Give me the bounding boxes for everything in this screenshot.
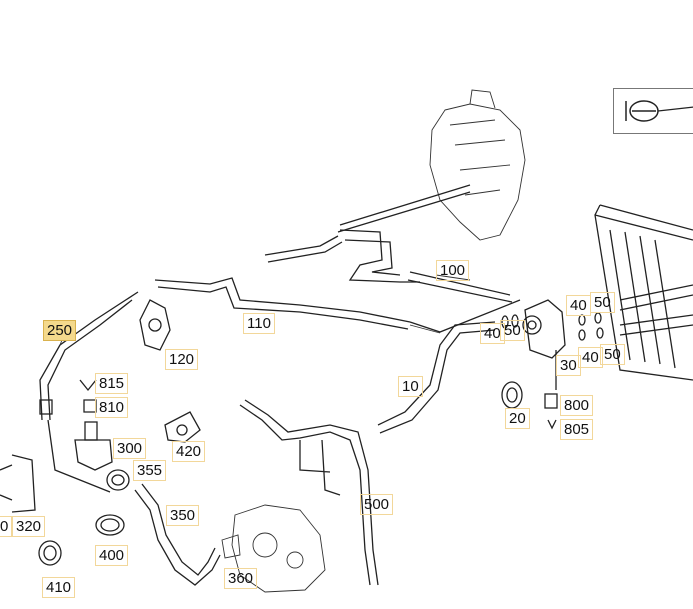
o-rings: [501, 312, 604, 341]
callout-100[interactable]: 100: [436, 260, 470, 281]
hose-100: [264, 184, 513, 303]
callout-20[interactable]: 20: [505, 408, 530, 429]
callout-0[interactable]: 0: [0, 516, 13, 537]
callout-810[interactable]: 810: [95, 397, 129, 418]
callout-400[interactable]: 400: [95, 545, 129, 566]
callout-50-upper[interactable]: 50: [590, 292, 615, 313]
callout-40-lower[interactable]: 40: [578, 347, 603, 368]
callout-410[interactable]: 410: [42, 577, 76, 598]
clamp-410: [38, 540, 62, 566]
seal-20: [501, 381, 523, 409]
callout-800[interactable]: 800: [560, 395, 594, 416]
callout-30[interactable]: 30: [556, 355, 581, 376]
callout-10[interactable]: 10: [398, 376, 423, 397]
engine-assembly-upper: [429, 89, 526, 241]
water-pump-360: [221, 504, 326, 593]
steering-view-icon: [625, 100, 693, 122]
clamp-355: [106, 469, 130, 491]
callout-110[interactable]: 110: [243, 313, 275, 334]
callout-815[interactable]: 815: [95, 373, 129, 394]
callout-355[interactable]: 355: [133, 460, 167, 481]
clamp-400: [95, 514, 125, 536]
callout-40-mid[interactable]: 40: [480, 323, 505, 344]
callout-500[interactable]: 500: [360, 494, 394, 515]
callout-320[interactable]: 320: [12, 516, 46, 537]
callout-50-lower[interactable]: 50: [600, 344, 625, 365]
callout-250[interactable]: 250: [43, 320, 77, 341]
hose-500: [239, 399, 379, 586]
callout-420[interactable]: 420: [172, 441, 206, 462]
callout-360[interactable]: 360: [224, 568, 258, 589]
bracket-320: [0, 454, 36, 513]
callout-50-mid[interactable]: 50: [500, 320, 525, 341]
hose-110: [154, 277, 521, 333]
hose-350: [134, 483, 221, 586]
callout-120[interactable]: 120: [165, 349, 199, 370]
callout-350[interactable]: 350: [166, 505, 200, 526]
callout-300[interactable]: 300: [113, 438, 147, 459]
pump-300: [74, 379, 113, 471]
clamp-120: [139, 299, 171, 351]
callout-805[interactable]: 805: [560, 419, 594, 440]
hose-10: [377, 321, 496, 434]
callout-40-upper[interactable]: 40: [566, 295, 591, 316]
clip-420: [164, 411, 201, 443]
view-indicator-box: [613, 88, 693, 134]
